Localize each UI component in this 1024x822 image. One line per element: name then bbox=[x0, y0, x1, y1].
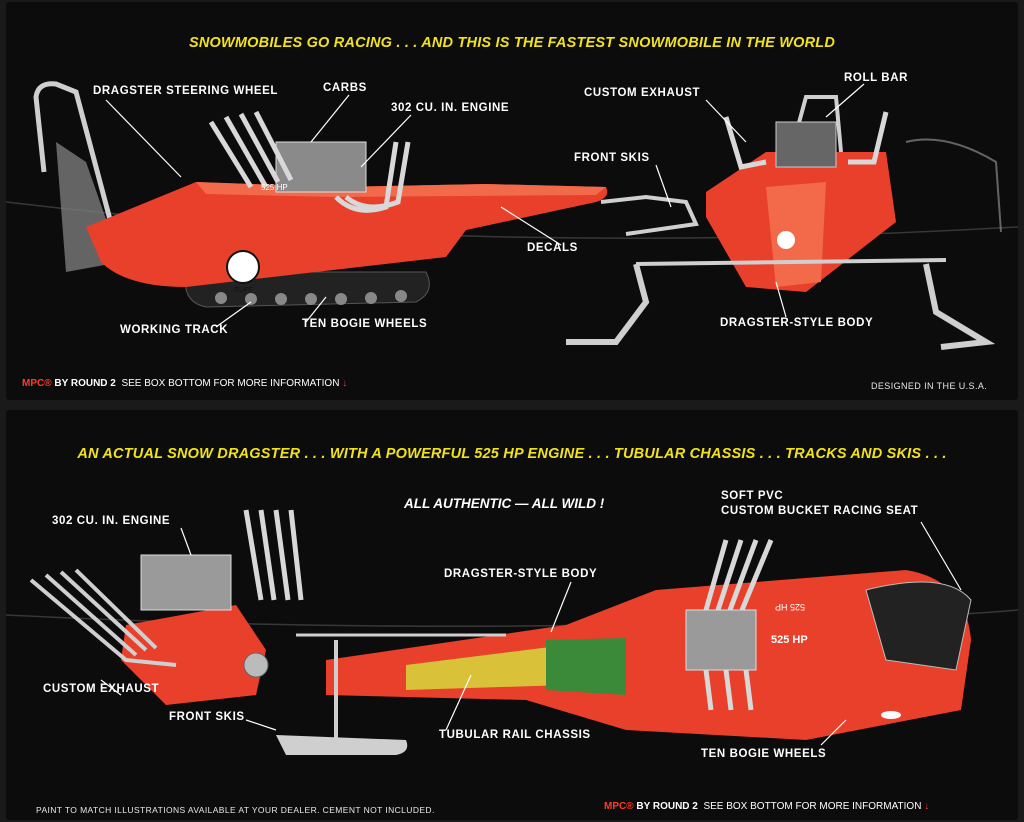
engine-stacks bbox=[243, 509, 304, 601]
top-headline: SNOWMOBILES GO RACING . . . AND THIS IS … bbox=[188, 35, 836, 51]
front-ski-blade bbox=[276, 735, 408, 755]
label-302-engine-top: 302 CU. IN. ENGINE bbox=[391, 102, 510, 114]
label-carbs: CARBS bbox=[323, 82, 367, 94]
tagline: ALL AUTHENTIC — ALL WILD ! bbox=[404, 496, 605, 511]
exploded-engine bbox=[29, 509, 304, 705]
front-axle bbox=[635, 258, 947, 266]
ski-right bbox=[923, 263, 996, 350]
box-panel-bottom: AN ACTUAL SNOW DRAGSTER . . . WITH A POW… bbox=[6, 410, 1018, 820]
mpc-brand: MPC® bbox=[22, 378, 52, 389]
box-info-text: SEE BOX BOTTOM FOR MORE INFORMATION bbox=[121, 378, 340, 389]
label-dragster-style-body-bottom: DRAGSTER-STYLE BODY bbox=[444, 568, 598, 580]
label-custom-exhaust-top: CUSTOM EXHAUST bbox=[584, 87, 701, 99]
bottom-logo bbox=[881, 711, 901, 719]
wrap-glare bbox=[905, 138, 1002, 233]
label-302-engine-bottom: 302 CU. IN. ENGINE bbox=[52, 515, 171, 527]
car-hp-text-bottom: 525 HP bbox=[771, 634, 808, 646]
top-illustration: RUFF 525 HP bbox=[6, 81, 1018, 350]
round2-brand-bottom: BY ROUND 2 bbox=[636, 801, 698, 812]
label-custom-exhaust-bottom: CUSTOM EXHAUST bbox=[43, 683, 160, 695]
brand-line-bottom: MPC® BY ROUND 2 SEE BOX BOTTOM FOR MORE … bbox=[604, 801, 929, 812]
brand-line-top: MPC® BY ROUND 2 SEE BOX BOTTOM FOR MORE … bbox=[22, 378, 347, 389]
ski-left bbox=[566, 263, 650, 345]
mpc-brand-bottom: MPC® bbox=[604, 801, 634, 812]
designed-in-usa: DESIGNED IN THE U.S.A. bbox=[871, 381, 988, 391]
ruff-logo-circle bbox=[226, 250, 260, 284]
front-view-snow-dragster bbox=[566, 95, 1002, 350]
label-dragster-style-body-top: DRAGSTER-STYLE BODY bbox=[720, 317, 874, 329]
bogie-wheels-top bbox=[215, 290, 407, 305]
bottom-illustration: 525 HP 525 HP bbox=[6, 509, 1018, 755]
engine-carbs bbox=[140, 554, 232, 611]
arrow-down-icon: ↓ bbox=[342, 378, 348, 389]
arrow-down-icon-bottom: ↓ bbox=[924, 801, 930, 812]
label-front-skis-bottom: FRONT SKIS bbox=[169, 711, 245, 723]
top-view-body bbox=[326, 570, 971, 740]
round2-brand: BY ROUND 2 bbox=[54, 378, 116, 389]
box-info-text-bottom: SEE BOX BOTTOM FOR MORE INFORMATION bbox=[703, 801, 922, 812]
exhaust-pipes-front bbox=[723, 111, 889, 170]
red-body-shape bbox=[86, 182, 608, 287]
label-ten-bogie-wheels-top: TEN BOGIE WHEELS bbox=[302, 318, 428, 330]
ruff-logo-text: RUFF bbox=[234, 287, 253, 294]
bucket-seat bbox=[865, 581, 972, 671]
label-soft-pvc-seat: SOFT PVC CUSTOM BUCKET RACING SEAT bbox=[721, 490, 919, 517]
bottom-leader-lines bbox=[100, 521, 962, 746]
top-stacks bbox=[703, 539, 774, 711]
front-nose-shape bbox=[766, 182, 826, 287]
engine-block-red bbox=[121, 605, 266, 705]
front-ski-top bbox=[600, 194, 699, 236]
front-logo-circle bbox=[777, 231, 795, 249]
top-leader-lines bbox=[105, 83, 865, 328]
side-view-snow-dragster: RUFF 525 HP bbox=[33, 81, 699, 308]
chassis-green bbox=[546, 638, 626, 695]
top-view-engine bbox=[685, 609, 757, 671]
car-hp-text-top: 525 HP bbox=[261, 183, 288, 192]
label-working-track: WORKING TRACK bbox=[120, 324, 229, 336]
car-hp-text-mirrored: 525 HP bbox=[775, 602, 805, 612]
side-exhaust bbox=[29, 568, 177, 667]
paint-note: PAINT TO MATCH ILLUSTRATIONS AVAILABLE A… bbox=[36, 805, 435, 815]
engine-block-top bbox=[275, 141, 367, 193]
label-tubular-rail-chassis: TUBULAR RAIL CHASSIS bbox=[439, 729, 591, 741]
front-engine bbox=[775, 121, 837, 168]
pulley bbox=[243, 652, 269, 678]
label-dragster-steering-wheel: DRAGSTER STEERING WHEEL bbox=[93, 85, 279, 97]
label-ten-bogie-wheels-bottom: TEN BOGIE WHEELS bbox=[701, 748, 827, 760]
label-front-skis-top: FRONT SKIS bbox=[574, 152, 650, 164]
top-view-snow-dragster: 525 HP 525 HP bbox=[276, 539, 972, 755]
label-decals: DECALS bbox=[527, 242, 578, 254]
exhaust-pipes-top bbox=[208, 110, 411, 213]
box-panel-top: SNOWMOBILES GO RACING . . . AND THIS IS … bbox=[6, 2, 1018, 400]
label-roll-bar: ROLL BAR bbox=[844, 72, 909, 84]
bottom-headline: AN ACTUAL SNOW DRAGSTER . . . WITH A POW… bbox=[77, 446, 947, 462]
roll-bar-shape bbox=[33, 81, 119, 243]
